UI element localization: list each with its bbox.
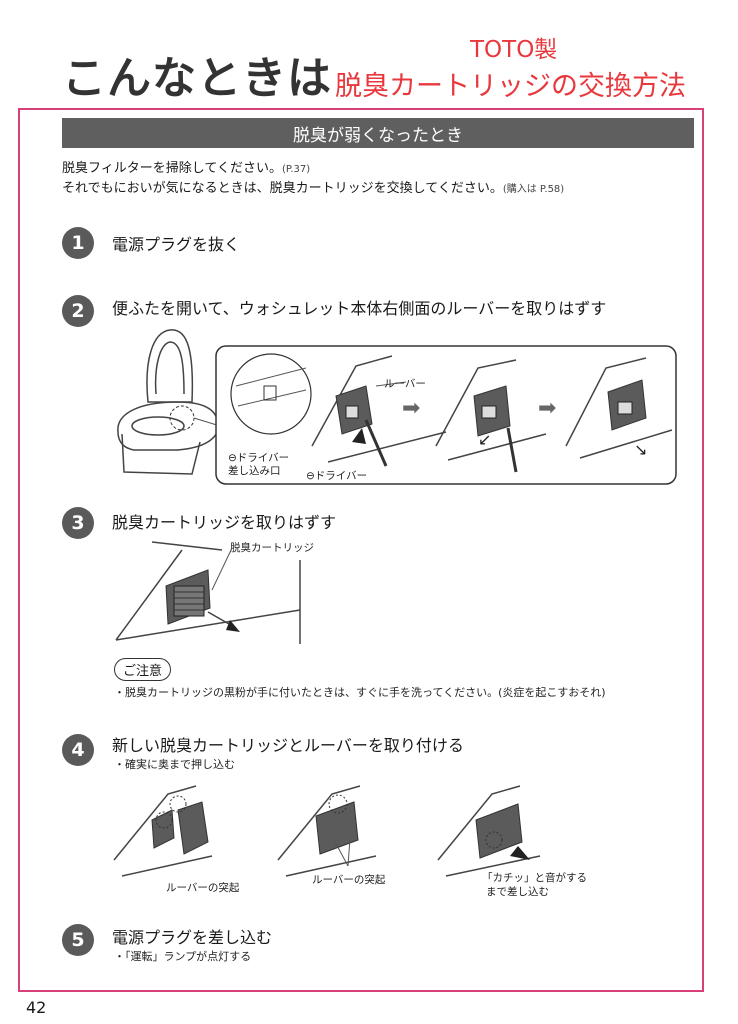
step-title-2: 便ふたを開いて、ウォシュレット本体右側面のルーバーを取りはずす: [112, 299, 607, 318]
intro-text-2: それでもにおいが気になるときは、脱臭カートリッジを交換してください。: [62, 181, 503, 196]
label-louver-tab-2: ルーバーの突起: [312, 874, 386, 886]
cartridge-removal-illustration: [115, 541, 301, 644]
intro-line-2: それでもにおいが気になるときは、脱臭カートリッジを交換してください。(購入は P…: [62, 177, 564, 196]
step-number-3: 3: [62, 507, 94, 539]
page-title: こんなときは: [62, 53, 332, 104]
caution-badge: ご注意: [114, 658, 172, 681]
arrow-down-icon: ↘: [634, 440, 648, 459]
install-figure-3: [437, 785, 541, 877]
press-arrow-icon: [510, 846, 530, 860]
step-title-4: 新しい脱臭カートリッジとルーバーを取り付ける: [112, 736, 464, 755]
handwritten-title: 脱臭カートリッジの交換方法: [335, 71, 686, 102]
page-number: 42: [26, 998, 47, 1017]
toilet-illustration: [117, 329, 221, 475]
arrow-down-icon: ↙: [478, 430, 492, 449]
label-driver: ⊖ドライバー: [306, 470, 368, 482]
step-title-5: 電源プラグを差し込む: [112, 928, 273, 947]
arrow-right-icon: ➡: [538, 396, 557, 421]
louver-removal-panel: [215, 345, 677, 485]
intro-line-1: 脱臭フィルターを掃除してください。(P.37): [62, 157, 310, 176]
label-driver-slot-2: 差し込み口: [228, 465, 281, 477]
step-title-1: 電源プラグを抜く: [112, 235, 241, 254]
step-number-4: 4: [62, 734, 94, 766]
section-header: 脱臭が弱くなったとき: [62, 118, 694, 148]
install-figure-1: [113, 785, 213, 877]
label-driver-slot-1: ⊖ドライバー: [228, 452, 290, 464]
label-cartridge: 脱臭カートリッジ: [230, 542, 314, 554]
install-figure-2: [277, 785, 377, 877]
step-number-5: 5: [62, 924, 94, 956]
label-click-1: 「カチッ」と音がする: [482, 872, 587, 884]
caution-text: ・脱臭カートリッジの黒粉が手に付いたときは、すぐに手を洗ってください。(炎症を起…: [114, 686, 606, 699]
step-title-3: 脱臭カートリッジを取りはずす: [112, 513, 337, 532]
step-number-1: 1: [62, 227, 94, 259]
step-number-2: 2: [62, 295, 94, 327]
intro-ref-2: (購入は P.58): [502, 184, 565, 195]
label-click-2: まで差し込む: [486, 886, 549, 898]
intro-text-1: 脱臭フィルターを掃除してください。: [62, 161, 282, 176]
highlight-frame: [18, 108, 704, 992]
arrow-right-icon: ➡: [402, 396, 421, 421]
label-louver-tab-1: ルーバーの突起: [166, 882, 240, 894]
maker-label: TOTO製: [470, 37, 558, 63]
intro-ref-1: (P.37): [281, 164, 311, 175]
step-note-4: ・確実に奥まで押し込む: [114, 758, 235, 771]
step-note-5: ・「運転」ランプが点灯する: [114, 950, 252, 963]
label-louver: ルーバー: [384, 378, 426, 390]
section-title: 脱臭が弱くなったとき: [293, 125, 463, 146]
